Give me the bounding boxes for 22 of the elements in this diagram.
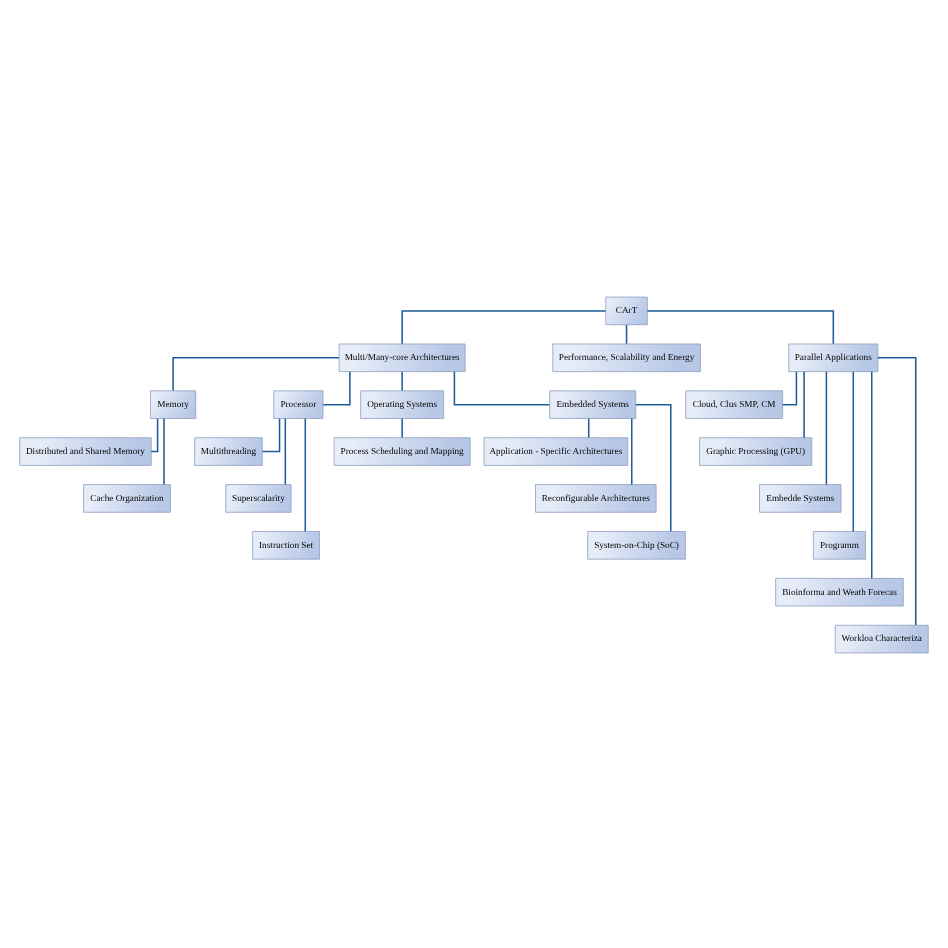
connector bbox=[322, 370, 351, 405]
connector bbox=[625, 323, 628, 344]
connector bbox=[646, 309, 835, 344]
connector bbox=[453, 370, 551, 405]
connector bbox=[261, 416, 281, 452]
connector bbox=[825, 370, 828, 485]
connector bbox=[852, 370, 855, 532]
connector bbox=[803, 369, 805, 438]
connector bbox=[870, 370, 873, 579]
connector bbox=[172, 356, 340, 391]
connector bbox=[587, 416, 590, 438]
connector bbox=[150, 416, 159, 452]
connector bbox=[304, 416, 307, 532]
connector bbox=[401, 416, 403, 438]
connector bbox=[635, 402, 672, 532]
connector bbox=[284, 416, 287, 485]
connector bbox=[781, 370, 798, 405]
connector bbox=[877, 356, 917, 625]
connector bbox=[631, 416, 633, 485]
connector bbox=[401, 370, 403, 391]
connector bbox=[163, 416, 165, 485]
connector bbox=[401, 309, 607, 344]
